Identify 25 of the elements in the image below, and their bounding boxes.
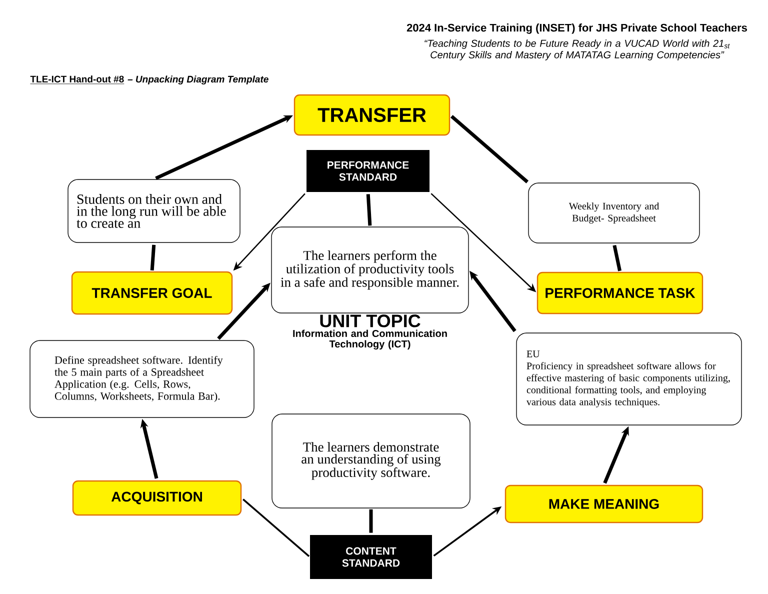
stage-box: MAKE MEANING (504, 484, 704, 524)
topic-heading: UNIT TOPIC (320, 314, 420, 328)
stage-box: TRANSFER (294, 94, 450, 136)
text-box: EU Proficiency in spreadsheet software allows for effective mastering of basic components utilizing, conditional formatting tools, and employing various data analysis techniques. (516, 332, 742, 426)
connector-line (150, 244, 156, 271)
text-box: Students on their own and in the long run will be able to create an (68, 179, 240, 243)
text-box: Define spreadsheet software. Identify the 5 main parts of a Spreadsheet Application (e.g. Cells, Rows, Columns, Worksheets, Formula Bar). (30, 340, 254, 418)
connector-line (242, 498, 310, 558)
topic-text: Information and Communication Technology (ICT) (293, 330, 447, 350)
stage-box: TRANSFER GOAL (71, 271, 233, 315)
stage-box: ACQUISITION (72, 480, 242, 516)
template-label: – Unpacking Diagram Template (128, 76, 268, 84)
connector-line (450, 114, 529, 184)
handout-label: TLE-ICT Hand-out #8 (30, 76, 124, 84)
connector-line (366, 194, 372, 226)
standard-box: PERFORMANCE STANDARD (306, 150, 430, 192)
subheading: “Teaching Students to be Future Ready in a VUCAD World with 21$_{st}$ Century Skills and Mastery of MATATAG Learning Competencies” (424, 40, 730, 60)
text-box: The learners perform the utilization of productivity tools in a safe and responsible manner. (271, 226, 469, 314)
connector-line (369, 509, 373, 533)
heading: 2024 In-Service Training (INSET) for JHS Private School Teachers (406, 24, 747, 34)
stage-box: PERFORMANCE TASK (536, 272, 704, 314)
text-box: The learners demonstrate an understanding of using productivity software. (272, 414, 470, 508)
connector-line (612, 244, 622, 272)
text-box: Weekly Inventory and Budget- Spreadsheet (528, 182, 700, 244)
standard-box: CONTENT STANDARD (310, 535, 432, 579)
